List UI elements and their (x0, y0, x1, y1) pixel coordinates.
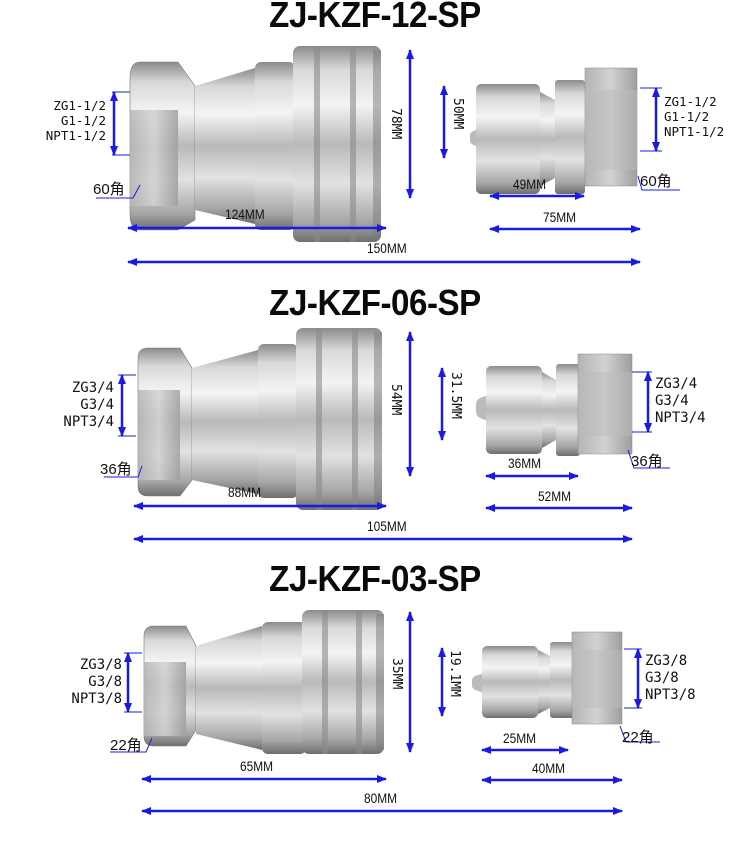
socket-thread-labels: ZG3/8 G3/8 NPT3/8 (46, 657, 122, 708)
plug-body-length-label: 36MM (508, 455, 542, 471)
total-length-label: 105MM (367, 518, 407, 534)
section-kzf-06: ZJ-KZF-06-SP (0, 280, 750, 550)
section-kzf-12: ZJ-KZF-12-SP (0, 0, 750, 280)
socket-length-label: 124MM (225, 206, 265, 222)
section-kzf-03: ZJ-KZF-03-SP (0, 550, 750, 844)
thread-label: G3/4 (655, 393, 689, 409)
thread-label: G3/8 (645, 670, 679, 686)
thread-label: G3/8 (88, 674, 122, 690)
plug-thread-labels: ZG3/8 G3/8 NPT3/8 (645, 653, 696, 704)
plug-diameter-label: 50MM (450, 98, 465, 130)
thread-label: ZG3/8 (645, 653, 688, 669)
socket-diameter-label: 54MM (388, 384, 403, 416)
plug-hex-label: 36角 (631, 453, 663, 470)
thread-label: NPT3/4 (63, 414, 114, 430)
socket-body (143, 610, 384, 754)
plug-diameter-label: 19.1MM (447, 650, 462, 697)
thread-label: ZG3/4 (71, 380, 114, 396)
model-title: ZJ-KZF-03-SP (269, 558, 481, 599)
socket-length-label: 65MM (240, 758, 274, 774)
plug-body-length-label: 49MM (513, 176, 547, 192)
plug-length-label: 52MM (538, 488, 572, 504)
socket-body (129, 46, 381, 242)
socket-body (137, 328, 382, 510)
thread-label: NPT1-1/2 (45, 128, 106, 143)
thread-label: ZG1-1/2 (664, 94, 717, 109)
coupling-drawing (96, 46, 680, 266)
total-length-label: 80MM (364, 790, 398, 806)
plug-body (472, 631, 623, 725)
plug-body (476, 353, 633, 456)
thread-label: NPT3/4 (655, 410, 706, 426)
socket-thread-labels: ZG3/4 G3/4 NPT3/4 (40, 380, 114, 431)
total-length-label: 150MM (367, 240, 407, 256)
coupling-drawing (110, 610, 660, 815)
plug-length-label: 40MM (532, 760, 566, 776)
socket-diameter-label: 35MM (389, 658, 404, 690)
thread-label: NPT3/8 (645, 687, 696, 703)
thread-label: NPT3/8 (71, 691, 122, 707)
socket-length-label: 88MM (228, 484, 262, 500)
socket-diameter-label: 78MM (388, 108, 403, 140)
thread-label: ZG3/4 (655, 376, 698, 392)
socket-hex-label: 60角 (93, 181, 125, 198)
coupling-drawing (104, 328, 670, 543)
socket-hex-label: 22角 (110, 737, 142, 754)
socket-thread-labels: ZG1-1/2 G1-1/2 NPT1-1/2 (30, 98, 106, 143)
thread-label: G3/4 (80, 397, 114, 413)
thread-label: ZG1-1/2 (53, 98, 106, 113)
plug-thread-labels: ZG1-1/2 G1-1/2 NPT1-1/2 (664, 94, 724, 139)
plug-length-label: 75MM (543, 209, 577, 225)
plug-body-length-label: 25MM (503, 730, 537, 746)
plug-thread-labels: ZG3/4 G3/4 NPT3/4 (655, 376, 706, 427)
thread-label: ZG3/8 (79, 657, 122, 673)
plug-hex-label: 22角 (622, 729, 654, 746)
model-title: ZJ-KZF-12-SP (269, 0, 481, 35)
plug-diameter-label: 31.5MM (448, 372, 463, 419)
model-title: ZJ-KZF-06-SP (269, 282, 481, 323)
thread-label: G1-1/2 (60, 113, 106, 128)
socket-hex-label: 36角 (100, 461, 132, 478)
plug-hex-label: 60角 (640, 173, 672, 190)
plug-body (470, 67, 638, 194)
thread-label: G1-1/2 (664, 109, 710, 124)
thread-label: NPT1-1/2 (664, 124, 725, 139)
